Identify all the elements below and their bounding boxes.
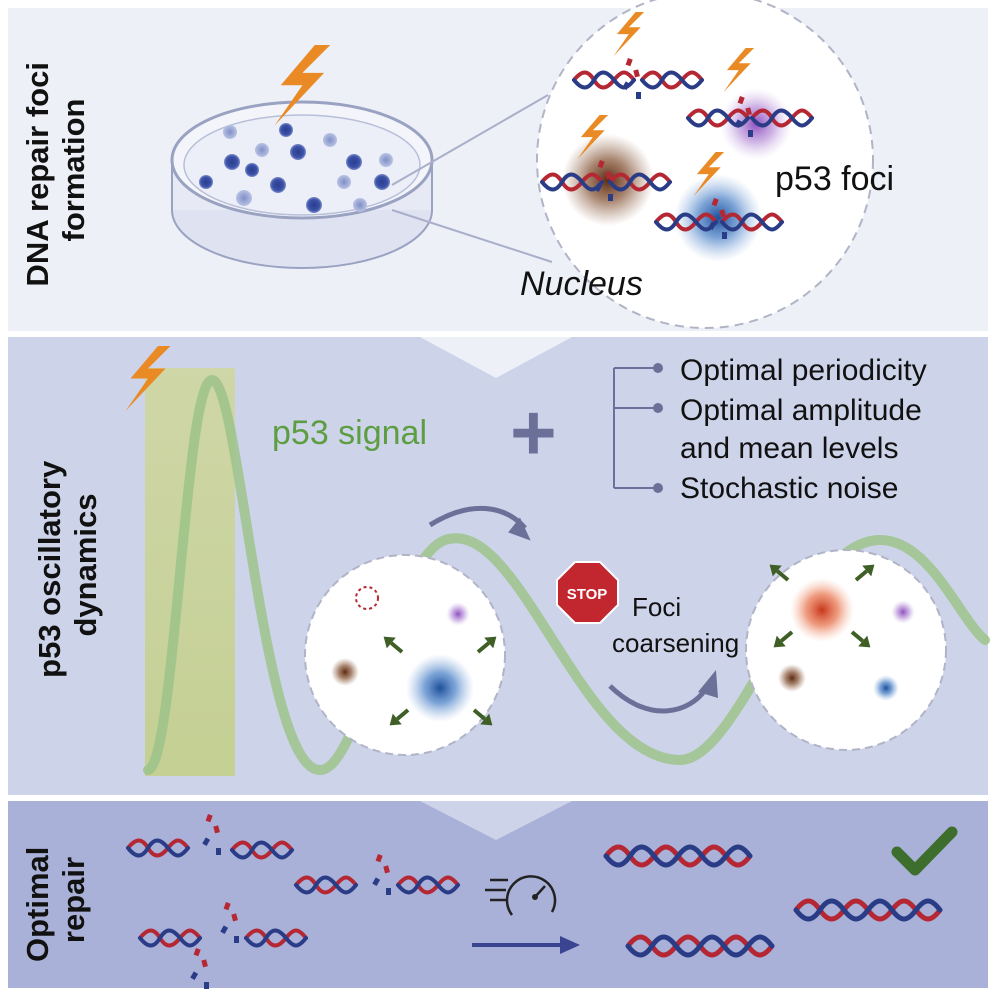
check-icon xyxy=(891,826,958,876)
panel-oscillatory-title-line2: dynamics xyxy=(68,493,103,636)
repair-arrow xyxy=(472,936,580,954)
zoom-line-bottom xyxy=(391,209,553,263)
svg-text:DNA repair foci formatio: DNA repair foci formation xyxy=(20,53,91,286)
panel-foci-formation: DNA repair foci formation xyxy=(8,0,988,331)
nucleus-label: Nucleus xyxy=(520,265,643,303)
panel-divider-chevron xyxy=(420,801,572,840)
stop-sign-text: STOP xyxy=(567,586,608,603)
petri-dish xyxy=(170,100,434,269)
cells xyxy=(199,123,393,213)
panel-oscillatory-dynamics: p53 oscillatory dynamics p53 signal + Op… xyxy=(8,337,990,795)
factor-list: Optimal periodicity Optimal amplitude an… xyxy=(613,354,927,505)
panel-divider-chevron xyxy=(420,337,572,378)
nucleus-zoom xyxy=(536,0,874,329)
p53-signal-label: p53 signal xyxy=(272,414,427,452)
coarsening-label-line2: coarsening xyxy=(612,628,739,658)
svg-text:p53 oscillatory dynamics: p53 oscillatory dynamics xyxy=(32,452,103,678)
factor-stochastic-noise: Stochastic noise xyxy=(680,472,898,505)
factor-amplitude: Optimal amplitude xyxy=(680,394,922,427)
focus-blue xyxy=(674,174,762,262)
panel-optimal-repair: Optimal repair xyxy=(8,801,988,989)
panel-repair-title-line1: Optimal xyxy=(20,847,55,962)
curved-arrow-bottom xyxy=(608,684,708,714)
svg-text:Optimal repair: Optimal repair xyxy=(20,838,91,962)
coarsening-label-line1: Foci xyxy=(632,592,681,622)
stop-sign: STOP xyxy=(556,561,619,624)
factor-periodicity: Optimal periodicity xyxy=(680,354,927,387)
p53-foci-label: p53 foci xyxy=(775,160,894,198)
plus-symbol: + xyxy=(510,388,557,477)
panel-foci-title-line2: formation xyxy=(56,99,91,242)
panel-oscillatory-title-line1: p53 oscillatory xyxy=(32,460,67,678)
speed-gauge-icon xyxy=(485,875,557,916)
foci-circle-left xyxy=(304,554,506,756)
focus-brown xyxy=(562,134,654,226)
zoom-line-top xyxy=(391,94,549,186)
panel-repair-title-line2: repair xyxy=(56,857,91,943)
dissolved-focus xyxy=(355,586,379,610)
panel-foci-title-line1: DNA repair foci xyxy=(20,62,55,287)
foci-circle-right xyxy=(745,549,947,751)
irradiation-window xyxy=(145,368,235,776)
factor-mean-levels: and mean levels xyxy=(680,432,898,465)
